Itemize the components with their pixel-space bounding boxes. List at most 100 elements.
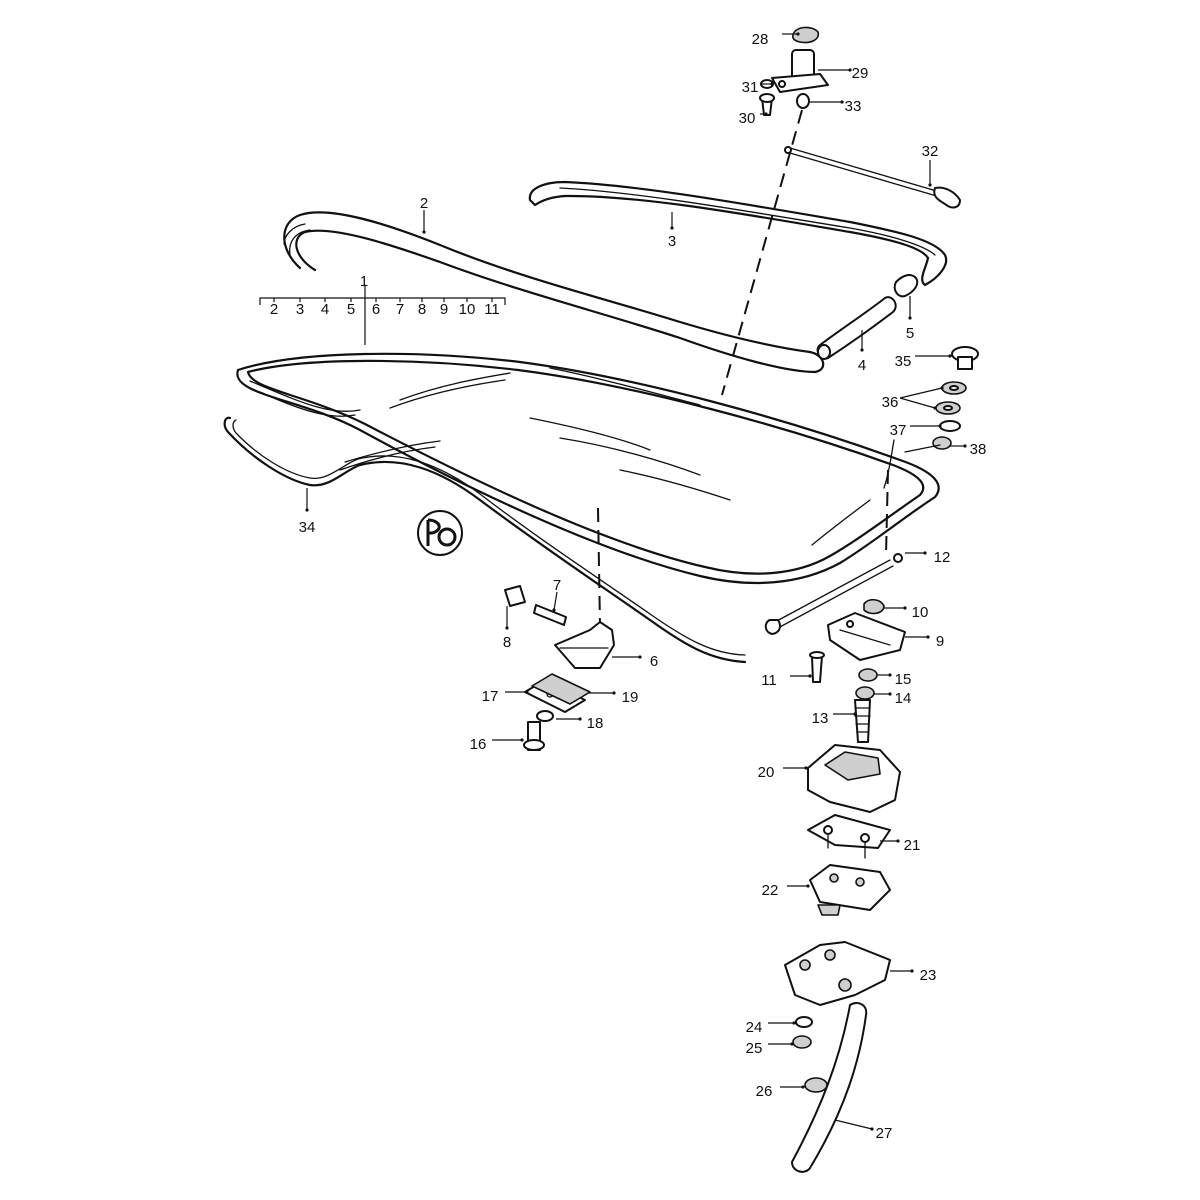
group-1-item-9: 9 — [440, 301, 448, 318]
leader-tip-9 — [926, 635, 930, 639]
leader-tip-30 — [764, 112, 768, 116]
assembly-axis-strut — [885, 469, 889, 556]
callout-29: 29 — [852, 65, 869, 82]
leader-36 — [899, 387, 943, 399]
bushing-8 — [504, 585, 526, 607]
striker-23 — [784, 941, 891, 1006]
callout-9: 9 — [936, 633, 944, 650]
leader-36 — [899, 397, 936, 409]
callout-14: 14 — [895, 690, 912, 707]
callout-28: 28 — [752, 31, 769, 48]
grommet-26 — [804, 1077, 828, 1093]
leader-tip-12 — [923, 551, 927, 555]
hinge-6 — [554, 621, 615, 669]
nut-38 — [904, 436, 952, 453]
leader-tip-24 — [792, 1021, 796, 1025]
callout-33: 33 — [845, 98, 862, 115]
callout-36: 36 — [882, 394, 899, 411]
pin-7 — [533, 604, 567, 626]
callout-2: 2 — [420, 195, 428, 212]
callout-10: 10 — [912, 604, 929, 621]
callout-13: 13 — [812, 710, 829, 727]
rear-window-glass — [236, 352, 940, 585]
group-1-item-11: 11 — [484, 301, 500, 318]
washers-36 — [935, 381, 967, 415]
group-1-item-5: 5 — [347, 301, 355, 318]
callout-21: 21 — [904, 837, 921, 854]
clip-10 — [863, 598, 885, 615]
leader-tip-18 — [578, 717, 582, 721]
leader-tip-3 — [670, 226, 674, 230]
assembly-axis-hinge — [597, 507, 601, 626]
lock-cylinder-29 — [771, 49, 829, 93]
leader-tip-35 — [948, 354, 952, 358]
washer-24 — [795, 1016, 813, 1028]
callout-15: 15 — [895, 671, 912, 688]
callout-24: 24 — [746, 1019, 763, 1036]
callout-7: 7 — [553, 577, 561, 594]
plate-19 — [531, 673, 591, 705]
leader-tip-14 — [888, 692, 892, 696]
callout-32: 32 — [922, 143, 939, 160]
leader-tip-5 — [908, 316, 912, 320]
leader-tip-11 — [808, 674, 812, 678]
leader-tip-13 — [853, 712, 857, 716]
callout-34: 34 — [299, 519, 316, 536]
leader-tip-36 — [933, 406, 937, 410]
group-1-item-6: 6 — [372, 301, 380, 318]
latch-20 — [807, 744, 901, 813]
callout-25: 25 — [746, 1040, 763, 1057]
group-1-item-3: 3 — [296, 301, 304, 318]
callout-38: 38 — [970, 441, 987, 458]
leader-tip-29 — [848, 68, 852, 72]
callout-11: 11 — [761, 672, 777, 689]
nut-33 — [796, 93, 810, 109]
leader-tip-34 — [305, 508, 309, 512]
callout-6: 6 — [650, 653, 658, 670]
bolt-13 — [854, 699, 871, 743]
washer-14 — [855, 686, 875, 700]
callout-19: 19 — [622, 689, 639, 706]
group-1-item-10: 10 — [459, 301, 476, 318]
callout-31: 31 — [742, 79, 759, 96]
leader-7 — [553, 591, 558, 611]
seal-strip-3 — [528, 180, 948, 287]
leader-tip-7 — [552, 608, 556, 612]
callout-23: 23 — [920, 967, 937, 984]
hinge-9 — [827, 612, 906, 661]
seal-strip-34 — [223, 416, 747, 664]
washer-37 — [939, 420, 961, 432]
leader-tip-38 — [963, 444, 967, 448]
washer-15 — [858, 668, 878, 682]
callout-8: 8 — [503, 634, 511, 651]
leader-tip-26 — [801, 1085, 805, 1089]
group-1-bracket — [259, 285, 506, 345]
leader-tip-28 — [796, 32, 800, 36]
buffer-35 — [951, 346, 979, 370]
callout-4: 4 — [858, 357, 866, 374]
leader-tip-33 — [840, 100, 844, 104]
callout-35: 35 — [895, 353, 912, 370]
hose-4 — [816, 296, 897, 360]
callout-3: 3 — [668, 233, 676, 250]
leader-tip-8 — [505, 626, 509, 630]
callout-30: 30 — [739, 110, 756, 127]
leader-tip-22 — [806, 884, 810, 888]
assembly-axis — [721, 109, 803, 396]
callout-17: 17 — [482, 688, 499, 705]
leader-tip-31 — [770, 82, 774, 86]
leader-27 — [834, 1119, 873, 1130]
group-1-item-8: 8 — [418, 301, 426, 318]
callout-27: 27 — [876, 1125, 893, 1142]
callout-37: 37 — [890, 422, 907, 439]
leader-tip-10 — [903, 606, 907, 610]
nut-25 — [792, 1035, 812, 1049]
lock-22 — [809, 864, 891, 916]
watermark-logo-icon — [417, 510, 463, 556]
callout-26: 26 — [756, 1083, 773, 1100]
leader-tip-27 — [870, 1127, 874, 1131]
callout-1: 1 — [360, 273, 368, 290]
